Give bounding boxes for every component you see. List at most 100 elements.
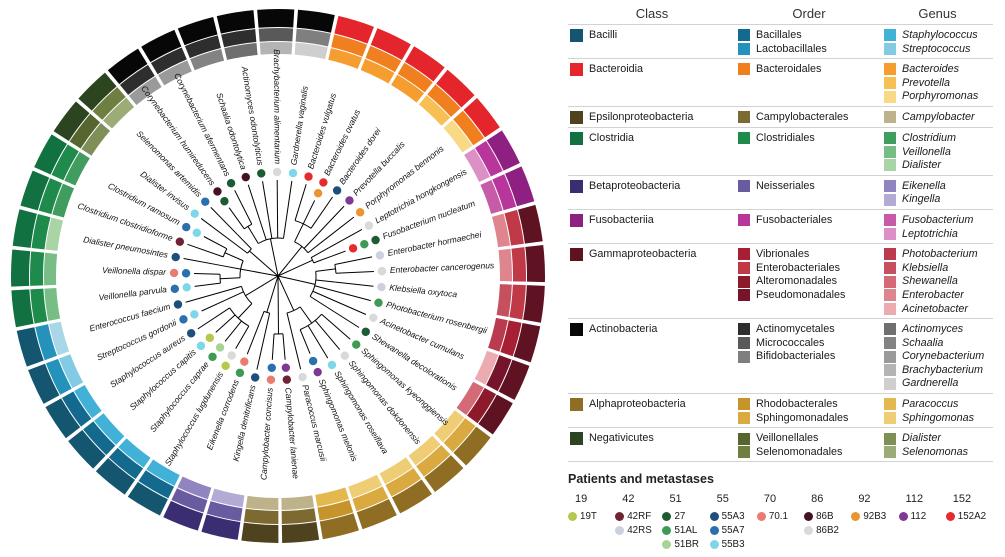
patient-dot bbox=[354, 206, 366, 218]
genus-entry-label: Fusobacterium bbox=[902, 214, 973, 227]
patient-dot bbox=[204, 332, 216, 344]
tree-branch bbox=[311, 248, 328, 258]
color-swatch bbox=[884, 276, 896, 288]
color-swatch bbox=[570, 180, 583, 193]
genus-entry: Enterobacter bbox=[884, 289, 993, 302]
genus-entry-label: Kingella bbox=[902, 193, 940, 206]
patient-number: 112 bbox=[899, 493, 946, 505]
patient-dot bbox=[181, 221, 192, 232]
order-entry-label: Sphingomonadales bbox=[756, 412, 848, 425]
genus-entry: Sphingomonas bbox=[884, 412, 993, 425]
sample-entry: 92B3 bbox=[851, 511, 898, 522]
patient-group: 112 112 bbox=[899, 493, 946, 553]
patient-dot bbox=[348, 243, 359, 254]
color-swatch bbox=[738, 276, 750, 288]
order-entry: Neisseriales bbox=[738, 180, 884, 193]
sample-entry: 112 bbox=[899, 511, 946, 522]
tree-branch bbox=[314, 256, 333, 263]
order-entry-label: Selenomonadales bbox=[756, 446, 842, 459]
sample-dot bbox=[804, 512, 813, 521]
tree-branch bbox=[313, 291, 331, 299]
color-swatch bbox=[884, 63, 896, 75]
species-label: Campylobacter concisus bbox=[258, 387, 274, 481]
patient-dot bbox=[350, 339, 362, 351]
color-swatch bbox=[570, 248, 583, 261]
patient-dot bbox=[199, 196, 211, 208]
color-swatch bbox=[884, 433, 896, 445]
color-swatch bbox=[570, 432, 583, 445]
tree-branch bbox=[187, 244, 223, 257]
patient-dot bbox=[171, 252, 181, 262]
tree-branch bbox=[225, 292, 243, 300]
color-swatch bbox=[884, 412, 896, 424]
color-swatch bbox=[884, 398, 896, 410]
tree-branch bbox=[246, 284, 265, 295]
color-swatch bbox=[738, 180, 750, 192]
tree-branch bbox=[310, 296, 327, 307]
class-entry-label: Epsilonproteobacteria bbox=[589, 111, 693, 124]
legend-col-genus: Genus bbox=[882, 6, 993, 21]
order-entry: Veillonellales bbox=[738, 432, 884, 445]
sample-entry: 55B3 bbox=[710, 539, 757, 550]
tree-branch bbox=[315, 286, 334, 291]
tree-branch bbox=[216, 315, 235, 332]
tree-branch bbox=[247, 330, 257, 354]
patient-dot bbox=[239, 356, 250, 367]
sample-label: 86B bbox=[816, 511, 833, 522]
sample-dot bbox=[757, 512, 766, 521]
sample-entry: 27 bbox=[662, 511, 709, 522]
patient-dot bbox=[297, 372, 307, 382]
class-entry: Bacteroidia bbox=[570, 63, 738, 76]
class-ring-segment bbox=[257, 9, 294, 28]
tree-branch bbox=[318, 206, 344, 234]
order-entry: Pseudomonadales bbox=[738, 289, 884, 302]
order-ring-segment bbox=[259, 28, 294, 42]
genus-entry-label: Acinetobacter bbox=[902, 303, 968, 316]
color-swatch bbox=[884, 351, 896, 363]
order-entry: Bacteroidales bbox=[738, 63, 884, 76]
legend-col-order: Order bbox=[736, 6, 882, 21]
color-swatch bbox=[884, 303, 896, 315]
order-entry: Lactobacillales bbox=[738, 43, 884, 56]
patient-dot bbox=[214, 342, 226, 354]
sample-dot bbox=[804, 526, 813, 535]
sample-entry: 152A2 bbox=[946, 511, 993, 522]
species-label: Enterobacter cancerogenus bbox=[390, 260, 496, 275]
class-entry: Negativicutes bbox=[570, 432, 738, 445]
genus-entry: Shewanella bbox=[884, 275, 993, 288]
genus-entry: Paracoccus bbox=[884, 398, 993, 411]
genus-entry-label: Gardnerella bbox=[902, 377, 958, 390]
sample-entry: 86B2 bbox=[804, 525, 851, 536]
tree-branch bbox=[288, 246, 302, 263]
genus-ring-segment bbox=[44, 253, 57, 286]
genus-ring-segment bbox=[281, 495, 314, 510]
patient-dot bbox=[331, 185, 343, 197]
patient-dot bbox=[273, 168, 281, 176]
genus-entry: Selenomonas bbox=[884, 446, 993, 459]
color-swatch bbox=[738, 111, 750, 123]
tree-branch bbox=[221, 265, 241, 269]
color-swatch bbox=[738, 351, 750, 363]
color-swatch bbox=[570, 29, 583, 42]
patient-dot bbox=[219, 195, 231, 207]
genus-entry: Prevotella bbox=[884, 77, 993, 90]
patient-dot bbox=[359, 239, 370, 250]
patient-dot bbox=[174, 236, 185, 247]
tree-branch bbox=[260, 221, 266, 240]
species-label: Gardnerella vaginalis bbox=[288, 85, 310, 166]
order-entry: Bacillales bbox=[738, 29, 884, 42]
patient-dot bbox=[344, 195, 356, 207]
order-entry: Enterobacteriales bbox=[738, 262, 884, 275]
sample-dot bbox=[568, 512, 577, 521]
color-swatch bbox=[884, 289, 896, 301]
tree-branch bbox=[335, 257, 372, 265]
tree-branch bbox=[267, 291, 273, 312]
genus-ring-segment bbox=[497, 284, 512, 317]
tree-branch bbox=[316, 269, 336, 271]
color-swatch bbox=[738, 433, 750, 445]
sample-label: 70.1 bbox=[769, 511, 788, 522]
